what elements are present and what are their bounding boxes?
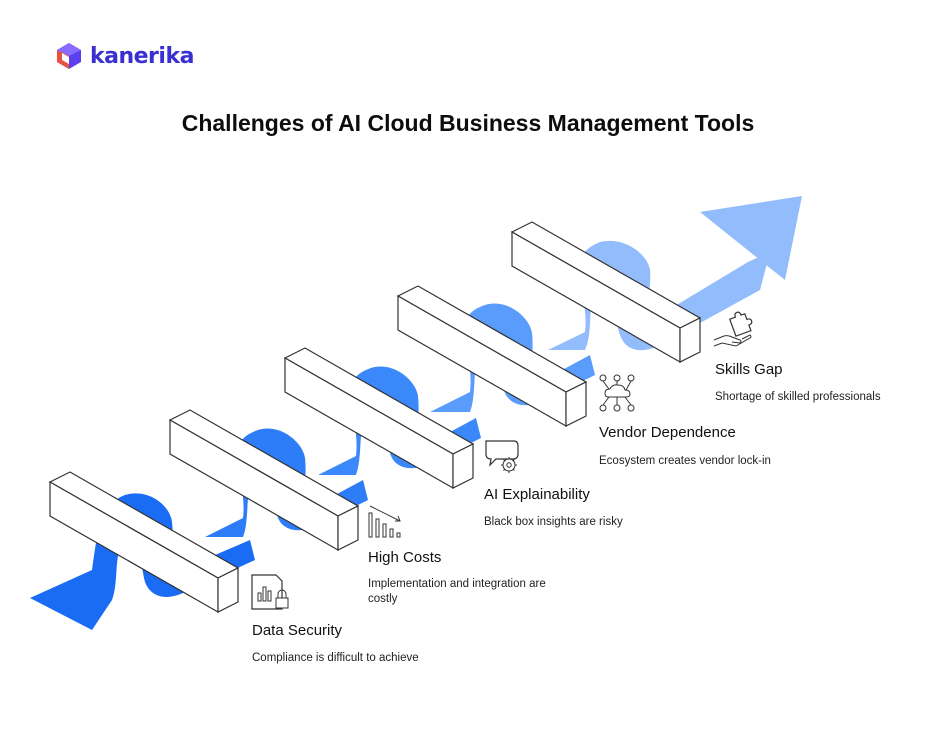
step-5-title: Skills Gap	[715, 361, 783, 378]
step-2-title: High Costs	[368, 549, 442, 566]
brand-name: kanerika	[90, 43, 194, 69]
step-5-description: Shortage of skilled professionals	[715, 391, 881, 403]
step-3-description: Black box insights are risky	[484, 516, 623, 528]
step-1-title: Data Security	[252, 622, 343, 639]
block-2	[168, 409, 360, 552]
cloud-network-icon	[599, 374, 635, 412]
brand-logo: kanerika	[56, 42, 194, 70]
block-3	[283, 347, 475, 490]
step-4-title: Vendor Dependence	[599, 424, 736, 441]
step-1-description: Compliance is difficult to achieve	[252, 652, 419, 664]
block-5	[510, 221, 702, 364]
declining-chart-icon	[368, 505, 401, 538]
step-2-description: Implementation and integration are costl…	[368, 578, 546, 605]
kanerika-logo-icon	[57, 43, 81, 69]
arrow-head	[700, 196, 802, 280]
gear-chat-icon	[485, 440, 519, 473]
page-title: Challenges of AI Cloud Business Manageme…	[181, 110, 755, 136]
lock-chart-icon	[251, 574, 289, 610]
puzzle-hand-icon	[713, 311, 753, 347]
step-3-title: AI Explainability	[484, 486, 590, 503]
block-1	[48, 471, 240, 614]
step-4-description: Ecosystem creates vendor lock-in	[599, 455, 771, 467]
block-4	[396, 285, 588, 428]
